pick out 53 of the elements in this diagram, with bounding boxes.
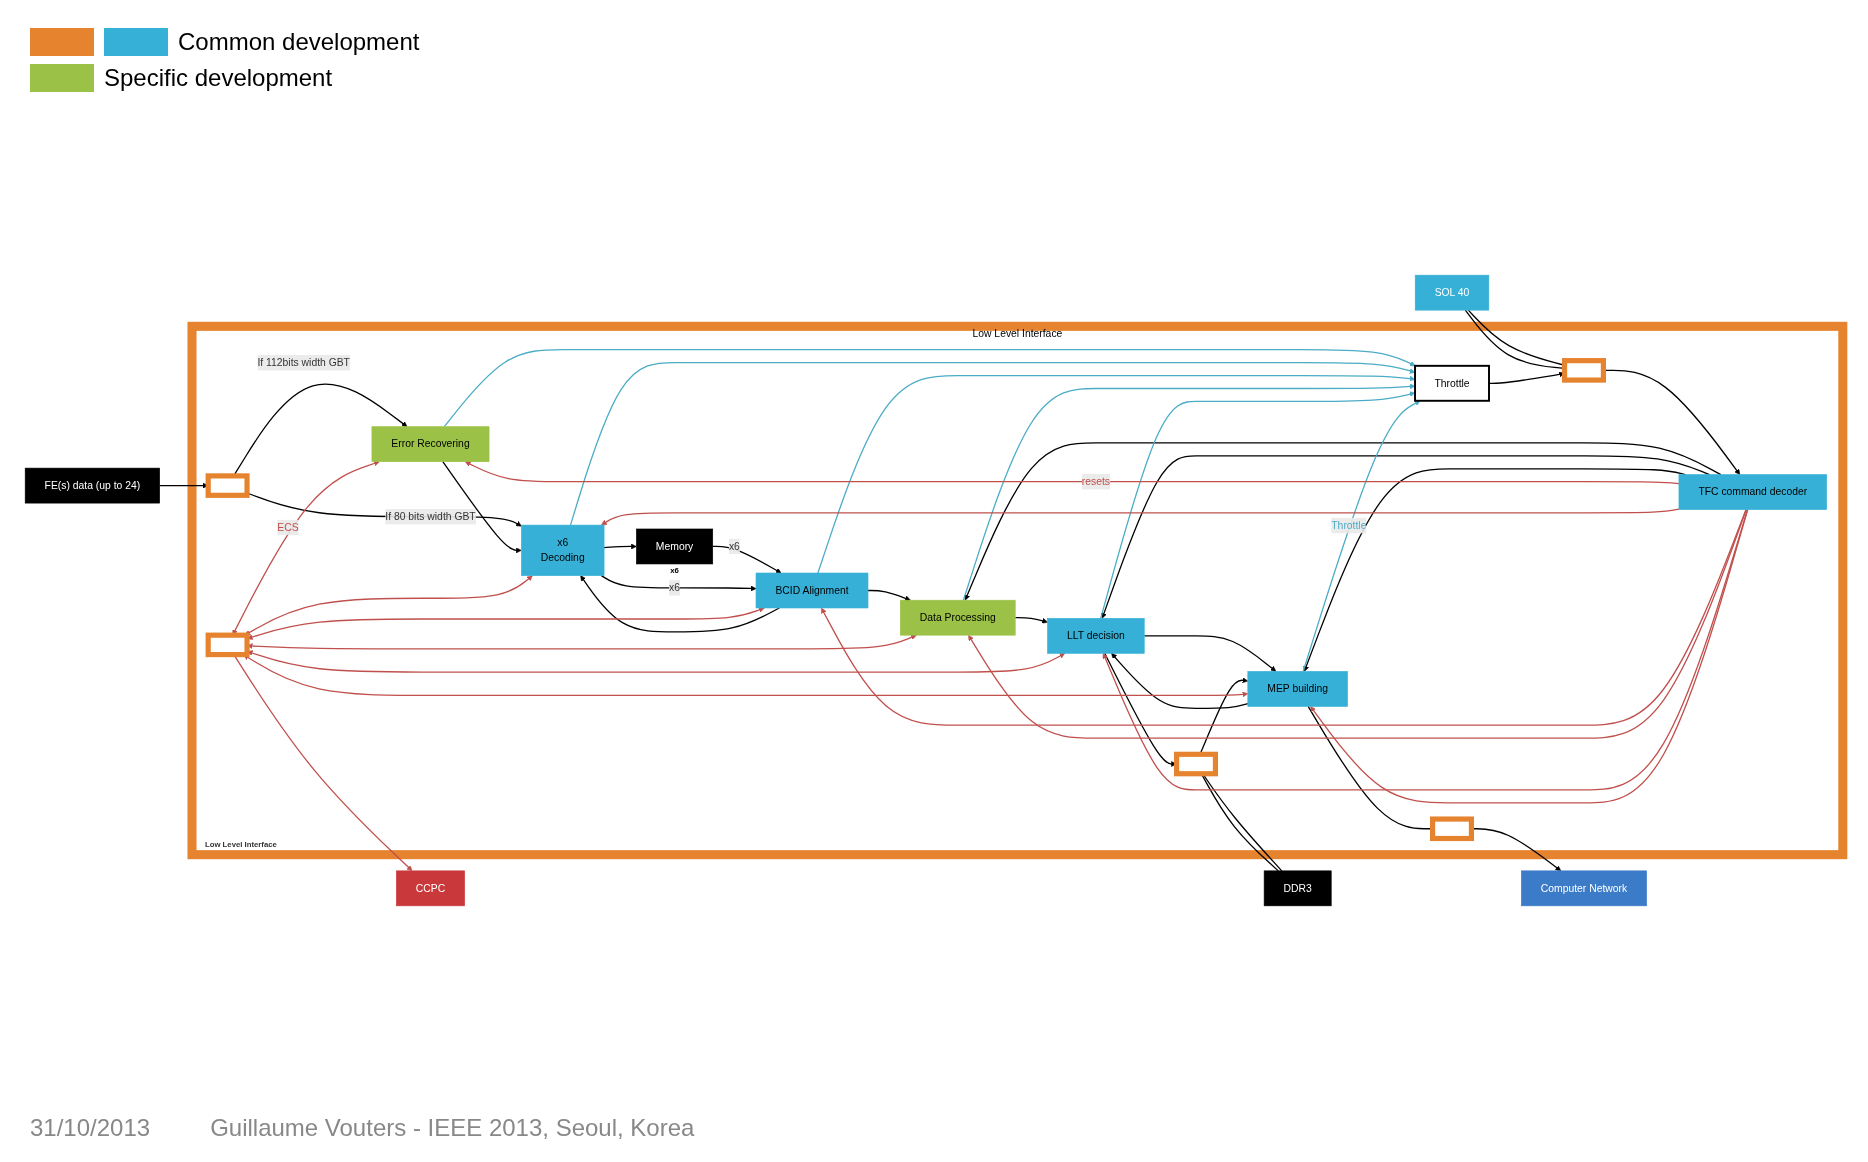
date-text: 31/10/2013 bbox=[30, 1114, 151, 1142]
node-box: BCID Alignment bbox=[755, 572, 869, 608]
arrow bbox=[247, 634, 917, 649]
arrow bbox=[817, 374, 1416, 574]
arrow bbox=[1014, 616, 1048, 624]
arrow bbox=[569, 361, 1416, 526]
arrow bbox=[580, 574, 780, 633]
node-box: DDR3 bbox=[1263, 870, 1332, 906]
node-box: SOL 40 bbox=[1414, 274, 1490, 310]
node-box: Computer Network bbox=[1521, 870, 1647, 906]
arrow bbox=[962, 383, 1416, 601]
node-box bbox=[1174, 751, 1219, 776]
arrow bbox=[964, 441, 1722, 600]
node-box: Throttle bbox=[1414, 364, 1490, 402]
arrow bbox=[1111, 652, 1249, 709]
node-box: TFC command decoder bbox=[1678, 473, 1827, 510]
arrow bbox=[1310, 508, 1749, 803]
node-box: FE(s) data (up to 24) bbox=[24, 467, 160, 503]
arrow bbox=[601, 507, 1680, 525]
node-box: MEP building bbox=[1247, 670, 1348, 707]
edge-label: ECS bbox=[277, 521, 299, 533]
arrow bbox=[867, 589, 911, 601]
edge-label: resets bbox=[1081, 475, 1111, 487]
node-box: Error Recovering bbox=[371, 425, 490, 462]
edge-label: If 80 bits width GBT bbox=[385, 510, 476, 522]
arrow bbox=[968, 508, 1748, 739]
arrow bbox=[243, 654, 1249, 697]
node-box: Data Processing bbox=[900, 599, 1016, 635]
edge-label: If 112bits width GBT bbox=[257, 356, 350, 368]
arrow bbox=[1100, 390, 1416, 619]
edge-label: x6 bbox=[728, 540, 740, 552]
edge-label: Throttle bbox=[1331, 519, 1367, 531]
arrow bbox=[247, 606, 765, 640]
edge-label: x6 bbox=[669, 581, 681, 593]
node-box: LLT decision bbox=[1047, 617, 1145, 654]
arrow bbox=[603, 543, 637, 549]
node-box bbox=[1430, 815, 1475, 841]
node-box: x6 Decoding bbox=[521, 524, 605, 576]
legend-label: Common development bbox=[178, 28, 420, 56]
arrow bbox=[465, 460, 1680, 484]
arrow bbox=[443, 348, 1416, 427]
arrow bbox=[1302, 400, 1421, 672]
node-box bbox=[205, 632, 250, 657]
arrow bbox=[1143, 634, 1277, 672]
footer-text: Guillaume Vouters - IEEE 2013, Seoul, Korea bbox=[210, 1114, 695, 1142]
node-box: Memory bbox=[636, 528, 714, 564]
arrow bbox=[600, 574, 757, 591]
node-box: CCPC bbox=[396, 870, 465, 906]
node-box bbox=[1561, 357, 1606, 383]
legend-label: Specific development bbox=[104, 64, 333, 92]
arrow bbox=[247, 649, 1066, 673]
node-box bbox=[205, 472, 250, 498]
arrow bbox=[442, 460, 522, 553]
